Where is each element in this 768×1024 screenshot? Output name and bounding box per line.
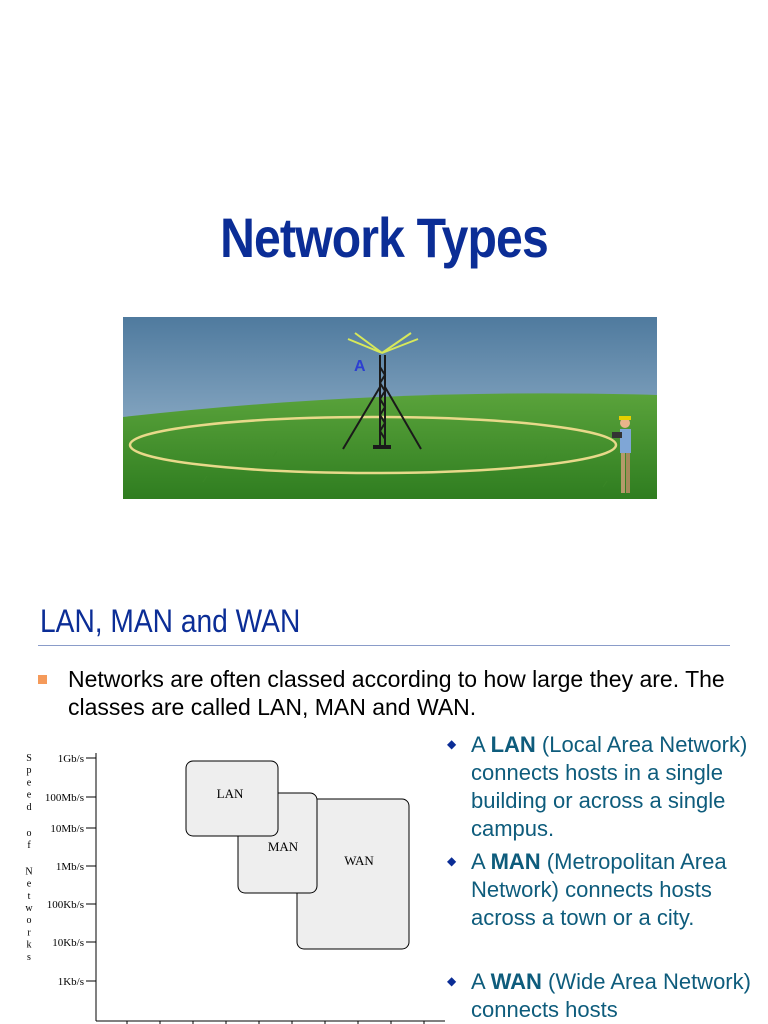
y-tick-label: 100Kb/s bbox=[47, 899, 84, 911]
ylabel-letter: e bbox=[27, 879, 32, 890]
y-tick-label: 1Kb/s bbox=[58, 976, 84, 988]
bullet-description: (Wide Area Network) connects hosts bbox=[471, 969, 751, 1022]
y-tick-label: 100Mb/s bbox=[45, 792, 84, 804]
y-tick-label: 10Kb/s bbox=[52, 937, 84, 949]
ylabel-letter: t bbox=[28, 891, 31, 902]
ylabel-letter: S bbox=[26, 753, 32, 764]
y-ticks: 1Gb/s 100Mb/s 10Mb/s 1Mb/s 100Kb/s 10Kb/s 1Kb/… bbox=[45, 753, 96, 988]
ylabel-letter: o bbox=[27, 828, 32, 839]
network-boxes: WAN MAN LAN bbox=[185, 760, 410, 950]
box-lan: LAN bbox=[185, 760, 279, 837]
bullet-prefix: A bbox=[471, 969, 491, 994]
bullet-wan: A WAN (Wide Area Network) connects hosts bbox=[471, 968, 761, 1024]
bullet-diamond-icon: ◆ bbox=[447, 974, 457, 988]
ylabel-letter: w bbox=[25, 903, 33, 914]
y-tick-label: 1Gb/s bbox=[58, 753, 84, 765]
network-illustration: A bbox=[123, 317, 657, 499]
ylabel-letter: e bbox=[27, 777, 32, 788]
bullet-term: MAN bbox=[490, 849, 541, 874]
surveyor-figure bbox=[612, 416, 631, 493]
ylabel-letter: s bbox=[27, 952, 31, 963]
antenna-signal bbox=[347, 332, 419, 354]
transmitter-tower bbox=[342, 355, 422, 450]
bullet-diamond-icon: ◆ bbox=[447, 737, 457, 751]
box-shape bbox=[185, 760, 279, 837]
heading-rule bbox=[38, 645, 730, 646]
ylabel-letter: e bbox=[27, 790, 32, 801]
section-heading: LAN, MAN and WAN bbox=[40, 603, 301, 639]
ylabel-letter: o bbox=[27, 915, 32, 926]
coverage-ring bbox=[128, 415, 618, 475]
y-tick-label: 10Mb/s bbox=[50, 823, 84, 835]
ylabel-letter: d bbox=[27, 802, 32, 813]
ylabel-letter: r bbox=[27, 927, 31, 938]
bullet-man: A MAN (Metropolitan Area Network) connec… bbox=[471, 848, 761, 932]
y-tick-label: 1Mb/s bbox=[56, 861, 84, 873]
ylabel-letter: f bbox=[27, 840, 31, 851]
ylabel-letter: p bbox=[27, 765, 32, 776]
bullet-diamond-icon: ◆ bbox=[447, 854, 457, 868]
box-label: MAN bbox=[268, 839, 299, 854]
box-label: LAN bbox=[217, 786, 244, 801]
box-wan: WAN bbox=[296, 798, 410, 950]
bullet-term: LAN bbox=[490, 732, 536, 757]
slide-title: Network Types bbox=[220, 206, 549, 269]
intro-bullet-marker bbox=[38, 675, 47, 684]
bullet-description: (Metropolitan Area Network) connects hos… bbox=[471, 849, 727, 930]
tower-label-a: A bbox=[354, 358, 366, 375]
bullet-description: (Local Area Network) connects hosts in a… bbox=[471, 732, 748, 841]
bullet-prefix: A bbox=[471, 849, 491, 874]
ylabel-letter: k bbox=[27, 940, 32, 951]
bullet-prefix: A bbox=[471, 732, 491, 757]
box-label: WAN bbox=[344, 853, 374, 868]
bullet-term: WAN bbox=[490, 969, 542, 994]
intro-text: Networks are often classed according to … bbox=[68, 666, 725, 720]
bullet-lan: A LAN (Local Area Network) connects host… bbox=[471, 731, 761, 843]
ylabel-letter: N bbox=[25, 866, 32, 877]
